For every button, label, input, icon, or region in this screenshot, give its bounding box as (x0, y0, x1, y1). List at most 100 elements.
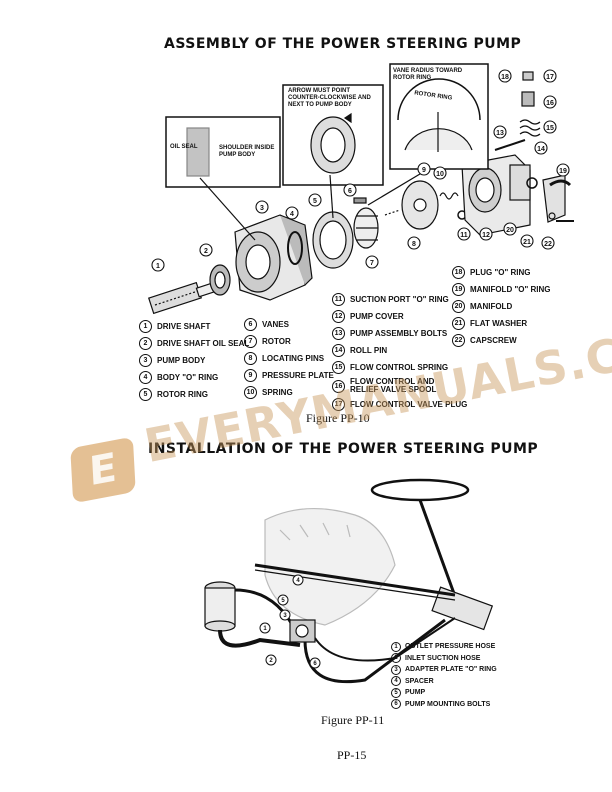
manifold-drawing (542, 174, 574, 223)
install-marker-1: 1 (259, 622, 271, 634)
svg-text:11: 11 (460, 232, 468, 239)
svg-text:7: 7 (370, 260, 374, 267)
part-marker-22: 22 (541, 236, 555, 250)
assembly-title: ASSEMBLY OF THE POWER STEERING PUMP (164, 36, 522, 52)
part-marker-16: 16 (543, 95, 557, 109)
part-marker-18: 18 (498, 69, 512, 83)
flow-control-parts-drawing (494, 71, 541, 189)
part-marker-4: 4 (285, 206, 299, 220)
part-marker-20: 20 (503, 222, 517, 236)
oil-seal-callout: OIL SEAL (170, 144, 198, 150)
svg-text:3: 3 (283, 613, 287, 619)
part-marker-10: 10 (433, 166, 447, 180)
installation-diagram: 1 2 3 4 5 6 (204, 478, 494, 684)
svg-text:15: 15 (546, 125, 554, 132)
pressure-plate-drawing (384, 180, 439, 230)
part-marker-19: 19 (556, 163, 570, 177)
svg-text:5: 5 (281, 598, 285, 604)
steering-wheel-drawing (370, 478, 470, 502)
part-marker-14: 14 (534, 141, 548, 155)
svg-text:8: 8 (412, 241, 416, 248)
svg-text:22: 22 (544, 241, 552, 248)
svg-text:10: 10 (436, 171, 444, 178)
installation-title: INSTALLATION OF THE POWER STEERING PUMP (148, 441, 539, 457)
svg-text:3: 3 (260, 205, 264, 212)
svg-text:20: 20 (506, 227, 514, 234)
install-marker-4: 4 (292, 574, 304, 586)
part-marker-17: 17 (543, 69, 557, 83)
watermark-logo-badge: E (70, 436, 136, 504)
part-marker-13: 13 (493, 125, 507, 139)
part-marker-6: 6 (343, 183, 357, 197)
vane-radius-detail-box (389, 63, 489, 170)
part-marker-5: 5 (308, 193, 322, 207)
shoulder-callout: SHOULDER INSIDE PUMP BODY (219, 145, 275, 158)
part-marker-8: 8 (407, 236, 421, 250)
part-marker-15: 15 (543, 120, 557, 134)
svg-text:14: 14 (537, 146, 545, 153)
figure-pp10-caption: Figure PP-10 (306, 411, 370, 425)
svg-text:13: 13 (496, 130, 504, 137)
svg-text:21: 21 (523, 239, 531, 246)
pump-body-drawing (234, 214, 313, 301)
svg-text:4: 4 (290, 211, 294, 218)
svg-text:12: 12 (482, 232, 490, 239)
part-marker-2: 2 (199, 243, 213, 257)
pump-cover-drawing (461, 154, 531, 236)
part-marker-21: 21 (520, 234, 534, 248)
svg-text:2: 2 (269, 658, 273, 664)
svg-text:6: 6 (348, 188, 352, 195)
oil-seal-detail-box (165, 116, 281, 188)
svg-text:2: 2 (204, 248, 208, 255)
part-marker-7: 7 (365, 255, 379, 269)
install-marker-3: 3 (279, 609, 291, 621)
arrow-callout: ARROW MUST POINT COUNTER-CLOCKWISE AND N… (288, 88, 371, 108)
install-marker-6: 6 (309, 657, 321, 669)
part-marker-11: 11 (457, 227, 471, 241)
rotor-drawing (353, 207, 379, 249)
svg-text:16: 16 (546, 100, 554, 107)
watermark-logo-letter: E (87, 444, 118, 496)
figure-pp11-caption: Figure PP-11 (321, 713, 385, 727)
part-marker-1: 1 (151, 258, 165, 272)
svg-text:6: 6 (313, 661, 317, 667)
svg-text:19: 19 (559, 168, 567, 175)
body-o-ring-drawing (287, 231, 303, 265)
part-marker-12: 12 (479, 227, 493, 241)
install-marker-5: 5 (277, 594, 289, 606)
svg-text:1: 1 (156, 263, 160, 270)
rotor-ring-drawing (312, 211, 354, 269)
svg-text:18: 18 (501, 74, 509, 81)
vanes-drawing (353, 197, 367, 204)
part-marker-9: 9 (417, 162, 431, 176)
pump-exploded-diagram: 1 2 3 4 5 6 7 8 9 10 11 12 13 14 15 16 1… (147, 63, 574, 315)
